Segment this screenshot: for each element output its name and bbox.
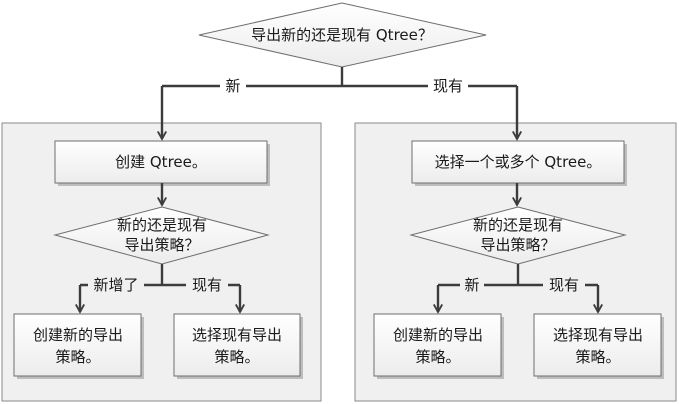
right-step-box xyxy=(411,140,625,184)
left-new-policy-line1: 创建新的导出 xyxy=(33,326,123,344)
right-branch-existing-label: 现有 xyxy=(549,276,579,294)
top-decision-label: 导出新的还是现有 Qtree？ xyxy=(251,26,433,44)
left-decision-line2: 导出策略？ xyxy=(124,236,199,254)
right-new-policy-line2: 策略。 xyxy=(415,348,460,366)
right-decision-line2: 导出策略？ xyxy=(480,236,555,254)
right-new-policy-box xyxy=(373,313,502,377)
left-new-policy-line2: 策略。 xyxy=(55,348,100,366)
top-branch-new-bg xyxy=(220,75,246,97)
right-step-label: 选择一个或多个 Qtree。 xyxy=(435,153,602,171)
left-branch-existing-label: 现有 xyxy=(192,276,222,294)
right-decision-line1: 新的还是现有 xyxy=(473,216,563,234)
top-branch-new-label: 新 xyxy=(225,77,240,95)
left-new-policy-box xyxy=(13,313,142,377)
top-branch-existing-bg xyxy=(428,75,468,97)
right-branch-existing-bg xyxy=(543,274,585,296)
right-existing-policy-box xyxy=(533,313,662,377)
left-decision-line1: 新的还是现有 xyxy=(117,216,207,234)
right-new-policy-line1: 创建新的导出 xyxy=(393,326,483,344)
left-branch-new-bg xyxy=(88,274,144,296)
right-branch-new-bg xyxy=(460,274,484,296)
left-step-box xyxy=(54,140,268,184)
right-existing-policy-line1: 选择现有导出 xyxy=(553,326,643,344)
right-existing-policy-line2: 策略。 xyxy=(575,348,620,366)
right-branch-new-label: 新 xyxy=(464,276,479,294)
left-branch-existing-bg xyxy=(186,274,228,296)
left-branch-new-label: 新增了 xyxy=(93,276,138,294)
left-existing-policy-line1: 选择现有导出 xyxy=(192,326,282,344)
left-step-label: 创建 Qtree。 xyxy=(115,153,207,171)
left-existing-policy-line2: 策略。 xyxy=(214,348,259,366)
top-branch-existing-label: 现有 xyxy=(433,77,463,95)
left-existing-policy-box xyxy=(173,313,301,377)
